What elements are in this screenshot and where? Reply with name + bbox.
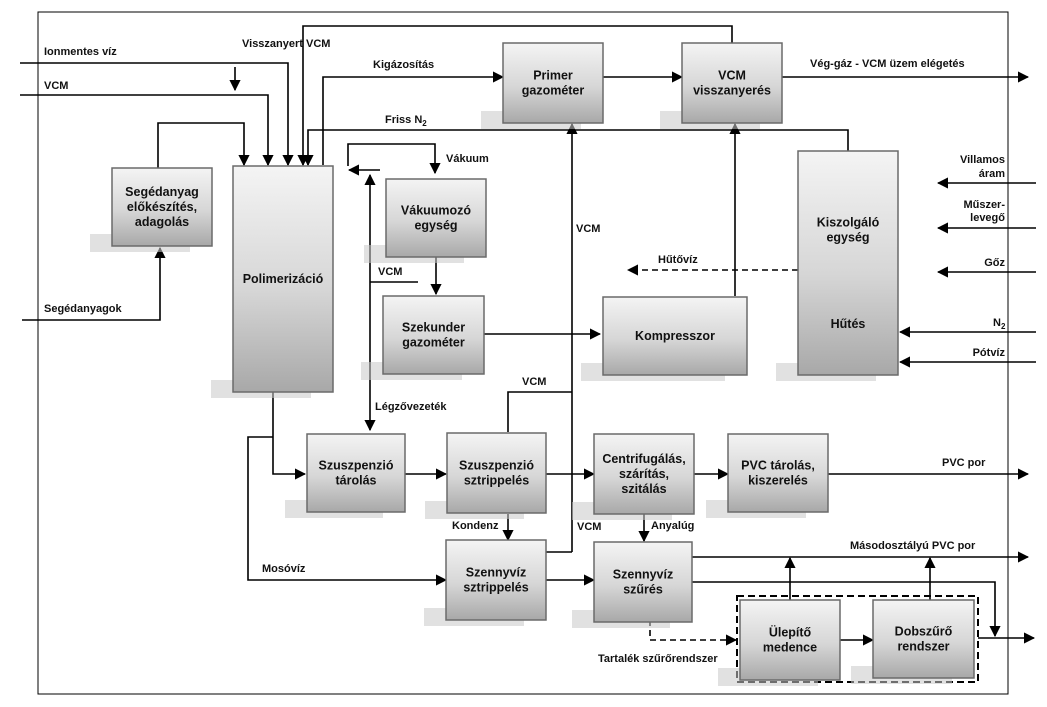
flow-labels: Ionmentes víz VCM Visszanyert VCM Kigázo… [44,38,1006,665]
box-rect [739,599,841,681]
box-rect [681,42,783,124]
box-rect [593,433,695,515]
box-label-line: rendszer [897,640,949,654]
box-centrifugalas: Centrifugálás,szárítás,szitálás [572,433,695,520]
box-label-line: Szekunder [402,321,465,335]
label-vcm-susp: VCM [522,376,546,388]
label-vakuum: Vákuum [446,153,489,165]
box-rect [382,295,485,375]
label-goz: Gőz [984,257,1005,269]
label-tartalek: Tartalék szűrőrendszer [598,653,718,665]
box-label-line: Hűtés [831,317,866,331]
box-label-line: medence [763,641,817,655]
label-kondenz: Kondenz [452,520,499,532]
box-label-line: Ülepítő [769,625,812,640]
box-rect [385,178,487,258]
label-hutoviz: Hűtővíz [658,254,698,266]
box-label-line: egység [826,231,869,245]
box-label-line: Segédanyag [125,185,199,199]
box-label-line: sztrippelés [463,581,528,595]
box-label-line: Szuszpenzió [318,459,393,473]
label-n2-right: N2 [993,317,1006,331]
box-rect [727,433,829,513]
label-friss-n2: Friss N2 [385,114,427,128]
box-label-line: előkészítés, [127,200,197,214]
diagram-frame [37,11,1009,695]
box-rect [446,432,547,514]
box-label-line: szitálás [621,482,666,496]
box-rect [872,599,975,679]
box-label-line: tárolás [336,474,377,488]
label-villamos-aram-1: Villamos [960,154,1005,166]
label-pvc-por: PVC por [942,457,986,469]
label-vcm-low: VCM [577,521,601,533]
box-rect [602,296,748,376]
box-rect [232,165,334,393]
label-kigazositas: Kigázosítás [373,59,434,71]
label-vcm-upper: VCM [576,223,600,235]
box-rect [445,539,547,621]
box-label-line: PVC tárolás, [741,459,815,473]
box-rect [593,541,693,623]
backup-filter-group [736,595,979,683]
box-hutes: Hűtés [831,317,866,331]
label-potviz: Pótvíz [973,347,1006,359]
box-label-line: VCM [718,69,746,83]
label-ionmentes-viz: Ionmentes víz [44,46,117,58]
box-label-line: Vákuumozó [401,204,472,218]
box-rect [797,150,899,376]
box-pvc-tarolas: PVC tárolás,kiszerelés [706,433,829,518]
box-label-line: gazométer [522,84,585,98]
label-vcm-in: VCM [44,80,68,92]
box-label-line: adagolás [135,215,189,229]
box-rect [111,167,213,247]
label-muszer-levego-2: levegő [970,212,1005,224]
label-segedanyagok: Segédanyagok [44,303,123,315]
box-label-line: Centrifugálás, [602,452,685,466]
label-muszer-levego-1: Műszer- [963,199,1005,211]
box-label-line: sztrippelés [464,474,529,488]
label-vcm-mid: VCM [378,266,402,278]
box-label-line: szűrés [623,583,663,597]
box-label-line: Primer [533,69,573,83]
label-anyalug: Anyalúg [651,520,694,532]
box-label-line: Szennyvíz [613,568,673,582]
label-visszanyert-vcm: Visszanyert VCM [242,38,330,50]
box-label-line: visszanyerés [693,84,771,98]
flow-lines [20,25,1036,646]
box-label-line: Kiszolgáló [817,216,880,230]
label-masodosztalyu: Másodosztályú PVC por [850,540,976,552]
box-label-line: szárítás, [619,467,669,481]
box-label-line: egység [414,219,457,233]
box-label-line: Dobszűrő [895,625,953,639]
box-rect [502,42,604,124]
label-mosoviz: Mosóvíz [262,563,306,575]
label-villamos-aram-2: áram [979,168,1006,180]
box-label-line: Kompresszor [635,329,715,343]
box-label-line: Szennyvíz [466,566,526,580]
box-label-line: Szuszpenzió [459,459,534,473]
box-label-line: gazométer [402,336,465,350]
box-polimerizacio: Polimerizáció [211,165,334,398]
label-legzovezetek: Légzővezeték [375,401,447,413]
box-kompresszor: Kompresszor [581,296,748,381]
box-rect [306,433,406,513]
box-label-line: kiszerelés [748,474,808,488]
label-veg-gaz: Vég-gáz - VCM üzem elégetés [810,58,965,70]
box-label-line: Polimerizáció [243,272,324,286]
process-boxes: PrimergazométerVCMvisszanyerésSegédanyag… [90,42,975,686]
